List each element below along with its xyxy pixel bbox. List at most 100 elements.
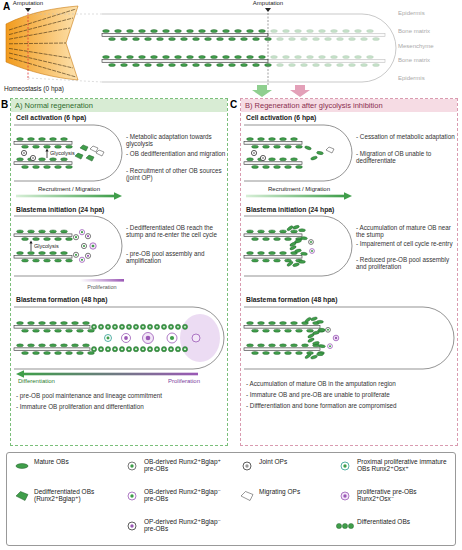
mature-ob xyxy=(17,344,24,347)
differentiated-ob xyxy=(98,347,103,352)
mature-ob xyxy=(319,56,326,59)
bullet-text: - OB dedifferentiation and migration xyxy=(126,150,226,157)
mature-ob xyxy=(307,337,314,343)
mature-ob xyxy=(325,64,332,67)
cell-nucleus xyxy=(245,464,248,467)
mature-ob xyxy=(103,56,110,59)
mature-ob xyxy=(302,344,309,347)
mature-ob xyxy=(292,262,299,267)
differentiated-ob xyxy=(98,324,103,329)
cell-circle xyxy=(143,333,154,344)
mature-ob xyxy=(55,238,62,241)
mature-ob xyxy=(274,238,281,241)
differentiated-ob xyxy=(336,523,341,528)
fin-ray xyxy=(9,28,70,39)
legend-text: Differentiated OBs xyxy=(357,518,453,525)
process-label: Glycolysis xyxy=(50,150,90,156)
mature-ob xyxy=(313,64,320,67)
glycolysis-arrow xyxy=(47,150,48,158)
cell-circle xyxy=(341,462,349,470)
mature-ob xyxy=(115,30,122,33)
panel-arrow xyxy=(252,85,272,97)
mature-ob xyxy=(103,30,110,33)
bone-matrix xyxy=(14,348,90,351)
mature-ob xyxy=(313,38,320,41)
bullet-text: - Dedifferentiated OB reach the stump an… xyxy=(126,224,226,238)
mature-ob xyxy=(88,329,95,332)
tissue-label: Mesenchyme xyxy=(398,43,460,50)
panel-box: A) Normal regeneration xyxy=(10,98,228,446)
mature-ob xyxy=(39,252,46,255)
mature-ob xyxy=(55,259,62,262)
cell-nucleus xyxy=(107,348,109,350)
panel-letter: A xyxy=(3,1,15,13)
legend-text: OB-derived Runx2⁺Bglap⁻ pre-OBs xyxy=(144,488,234,503)
mature-ob xyxy=(55,329,62,332)
mature-ob xyxy=(258,138,265,141)
mature-ob xyxy=(28,344,35,347)
mature-ob xyxy=(22,329,29,332)
cell-nucleus xyxy=(130,524,133,527)
mature-ob xyxy=(258,322,265,325)
fin-ray xyxy=(9,18,73,35)
mature-ob xyxy=(247,138,254,141)
mature-ob xyxy=(263,329,270,332)
mature-ob xyxy=(252,329,259,332)
zoom-line xyxy=(28,14,102,15)
migrating-cell xyxy=(86,155,94,161)
mature-ob xyxy=(247,322,254,325)
bullet-text: - Reduced pre-OB pool assembly and proli… xyxy=(356,256,456,270)
mature-ob xyxy=(44,165,51,168)
mature-ob xyxy=(295,30,302,33)
mature-ob xyxy=(265,38,272,41)
mature-ob xyxy=(50,344,57,347)
mature-ob xyxy=(199,30,206,33)
amputation-label: Amputation xyxy=(8,0,48,7)
mature-ob xyxy=(283,56,290,59)
mature-ob xyxy=(229,64,236,67)
legend-text: Mature OBs xyxy=(34,458,117,465)
cell-circle xyxy=(21,150,26,155)
mature-ob xyxy=(247,30,254,33)
stage-title: Blastema initiation (24 hpa) xyxy=(246,206,356,214)
mature-ob xyxy=(247,252,254,255)
mature-ob xyxy=(263,259,270,262)
legend-swatch xyxy=(237,489,257,503)
mature-ob xyxy=(139,30,146,33)
mature-ob xyxy=(258,344,265,347)
mature-ob xyxy=(175,56,182,59)
mature-ob xyxy=(66,238,73,241)
mature-ob xyxy=(33,351,40,354)
mature-ob xyxy=(289,64,296,67)
mature-ob xyxy=(55,165,62,168)
mature-ob xyxy=(44,238,51,241)
bullet-text: - pre-OB pool assembly and amplification xyxy=(126,250,226,264)
mature-ob xyxy=(318,328,325,332)
mature-ob xyxy=(285,329,292,332)
bullet-text: - Immature OB proliferation and differen… xyxy=(16,403,226,410)
cell-circle xyxy=(105,335,112,342)
mature-ob xyxy=(252,259,259,262)
mature-ob xyxy=(294,239,301,243)
mature-ob xyxy=(318,351,325,354)
mature-ob xyxy=(269,138,276,141)
distal-blastema xyxy=(180,314,220,362)
mature-ob xyxy=(280,230,287,233)
mature-ob xyxy=(296,165,303,168)
mature-ob xyxy=(115,56,122,59)
mature-ob xyxy=(317,320,324,323)
mature-ob xyxy=(88,351,95,354)
mature-ob xyxy=(367,30,374,33)
differentiated-ob xyxy=(168,324,173,329)
mature-ob xyxy=(349,38,356,41)
mature-ob xyxy=(313,322,320,325)
migrating-cell xyxy=(75,153,83,159)
mature-ob xyxy=(252,145,259,148)
mature-ob xyxy=(271,30,278,33)
mature-ob xyxy=(289,38,296,41)
mature-ob xyxy=(61,252,68,255)
mature-ob xyxy=(121,38,128,41)
stage-title: Cell activation (6 hpa) xyxy=(246,114,356,122)
mature-ob xyxy=(66,329,73,332)
cell-circle xyxy=(326,327,331,332)
